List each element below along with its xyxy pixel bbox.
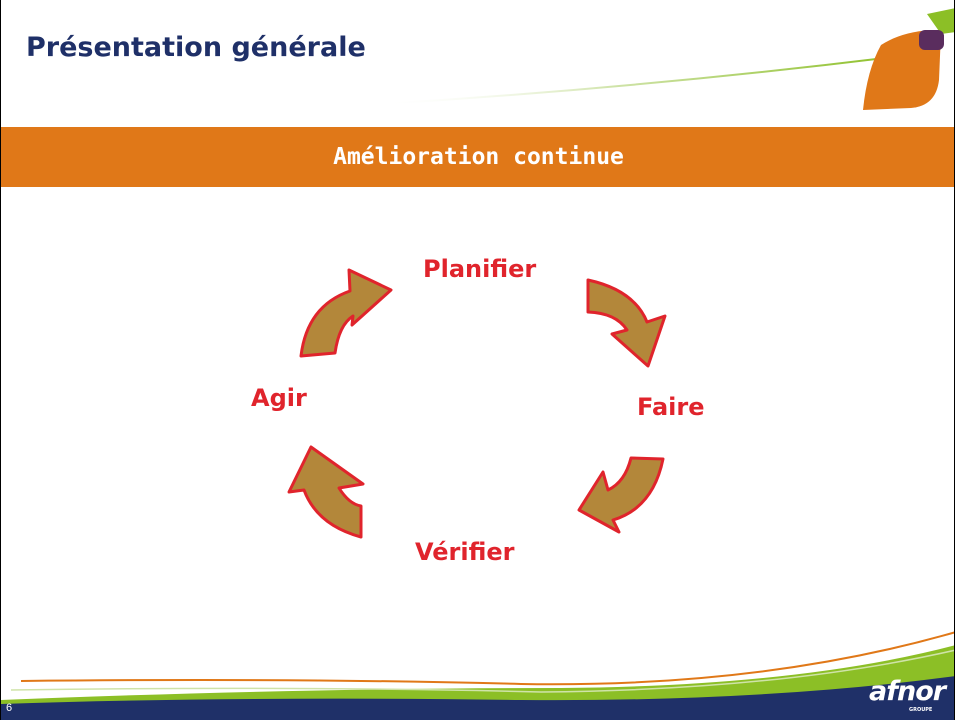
arrow-icon-agir-to-planifier [299, 268, 393, 358]
step-label-faire: Faire [637, 393, 705, 421]
arrow-icon-verifier-to-agir [287, 445, 365, 539]
banner-title: Amélioration continue [333, 144, 624, 170]
page-title: Présentation générale [26, 32, 366, 63]
step-label-verifier: Vérifier [415, 538, 515, 566]
section-banner: Amélioration continue [1, 127, 954, 187]
arrow-icon-faire-to-verifier [577, 456, 665, 534]
header-decoration [380, 8, 954, 110]
step-label-agir: Agir [251, 384, 307, 412]
page-number: 6 [6, 702, 13, 714]
corner-logo-icon [863, 8, 954, 110]
arrow-icon-planifier-to-faire [586, 278, 667, 368]
step-label-planifier: Planifier [423, 255, 537, 283]
afnor-logo: afnor [869, 676, 946, 707]
afnor-logo-subtext: GROUPE [909, 707, 933, 713]
